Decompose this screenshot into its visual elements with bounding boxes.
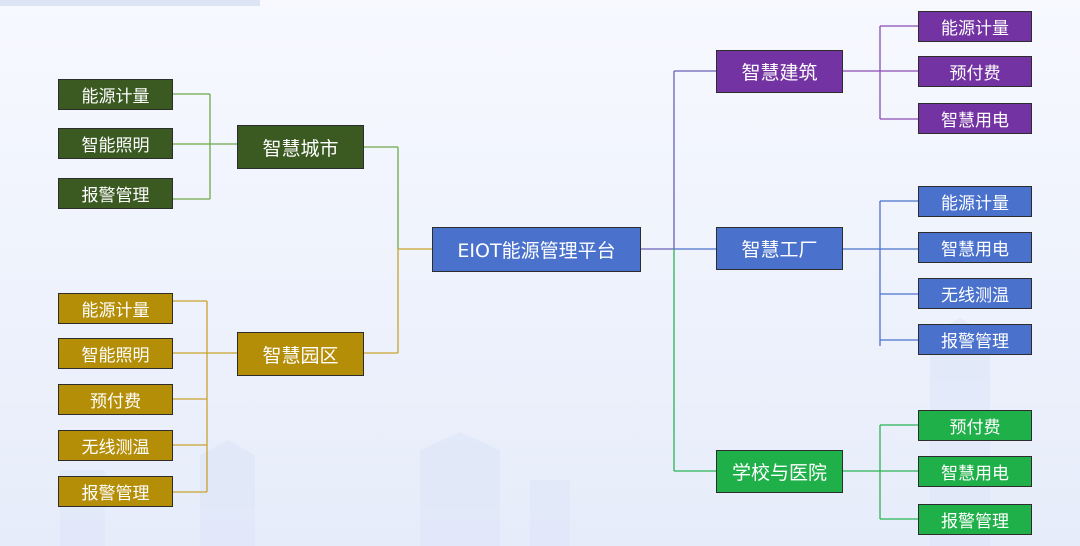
building-trunk xyxy=(641,70,716,250)
school-connectors xyxy=(843,424,918,520)
factory-item-wireless-temp: 无线测温 xyxy=(918,278,1032,309)
city-node: 智慧城市 xyxy=(237,125,364,169)
building-item-energy-metering: 能源计量 xyxy=(918,11,1032,42)
factory-connectors xyxy=(843,200,918,346)
park-connectors xyxy=(173,248,432,493)
factory-node: 智慧工厂 xyxy=(716,227,843,270)
school-trunk xyxy=(673,249,716,472)
building-connectors xyxy=(843,25,918,120)
city-connectors xyxy=(173,93,399,249)
building-node: 智慧建筑 xyxy=(716,50,843,93)
school-item-alarm-management: 报警管理 xyxy=(918,504,1032,535)
factory-item-energy-metering: 能源计量 xyxy=(918,186,1032,217)
city-item-energy-metering: 能源计量 xyxy=(58,79,173,110)
factory-item-smart-electricity: 智慧用电 xyxy=(918,232,1032,263)
park-item-smart-lighting: 智能照明 xyxy=(58,338,173,369)
park-item-energy-metering: 能源计量 xyxy=(58,293,173,324)
school-item-smart-electricity: 智慧用电 xyxy=(918,456,1032,487)
park-item-prepaid: 预付费 xyxy=(58,384,173,415)
city-item-alarm-management: 报警管理 xyxy=(58,178,173,209)
center-node: EIOT能源管理平台 xyxy=(432,227,641,272)
top-decor-bar xyxy=(0,0,260,6)
school-node: 学校与医院 xyxy=(716,450,843,493)
factory-item-alarm-management: 报警管理 xyxy=(918,324,1032,355)
city-item-smart-lighting: 智能照明 xyxy=(58,128,173,159)
park-item-alarm-management: 报警管理 xyxy=(58,476,173,507)
building-item-prepaid: 预付费 xyxy=(918,56,1032,87)
school-item-prepaid: 预付费 xyxy=(918,410,1032,441)
park-item-wireless-temp: 无线测温 xyxy=(58,430,173,461)
building-item-smart-electricity: 智慧用电 xyxy=(918,103,1032,134)
park-node: 智慧园区 xyxy=(237,332,364,376)
